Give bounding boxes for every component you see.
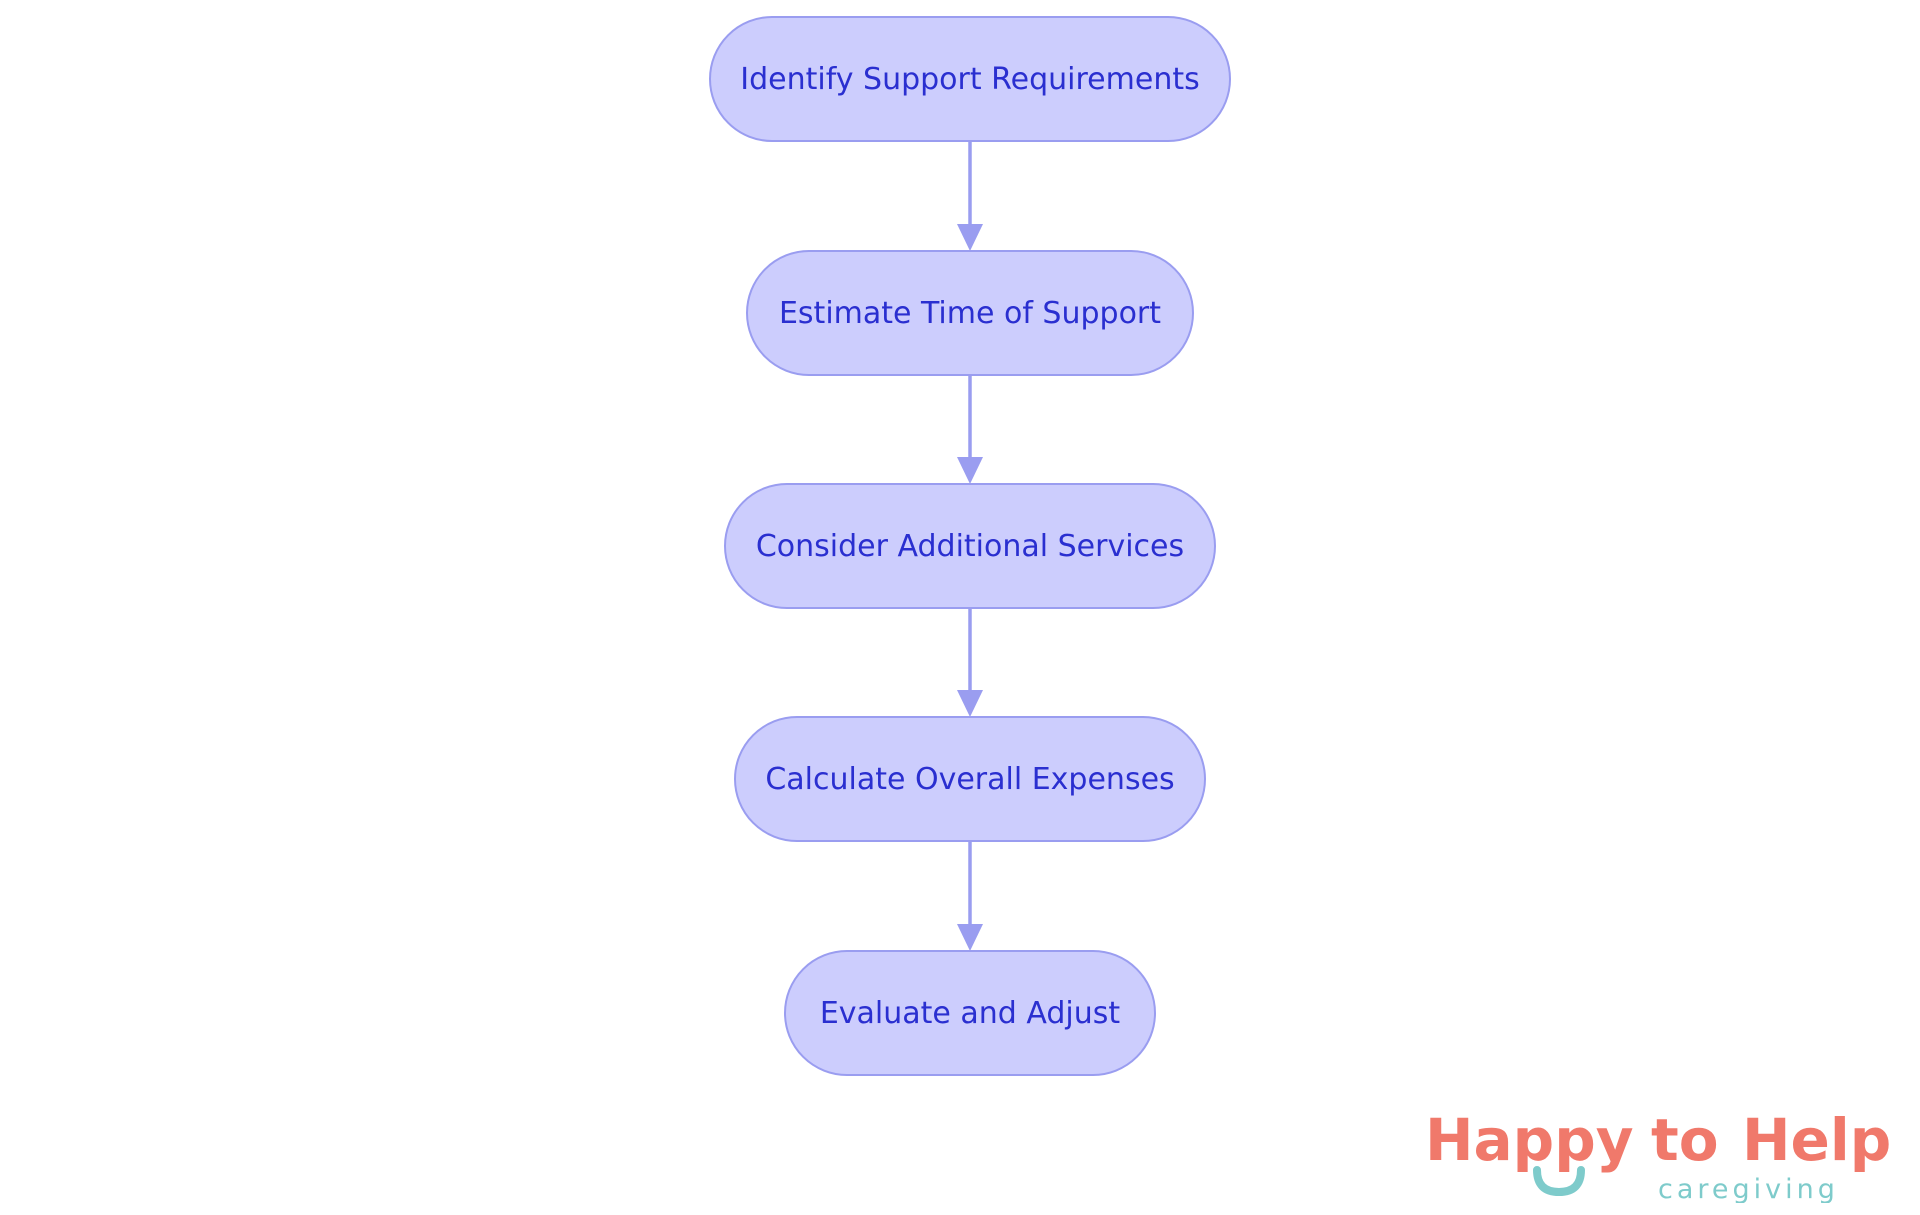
node-evaluate-and-adjust: Evaluate and Adjust — [784, 950, 1156, 1076]
node-shape — [709, 16, 1231, 142]
node-calculate-overall-expenses: Calculate Overall Expenses — [734, 716, 1206, 842]
happy-to-help-logo: Happy to Help caregiving — [1425, 1108, 1891, 1203]
logo-word-help: Help — [1742, 1108, 1891, 1174]
node-label: Consider Additional Services — [756, 529, 1184, 564]
logo-subtitle: caregiving — [1658, 1174, 1839, 1203]
node-identify-support-requirements: Identify Support Requirements — [709, 16, 1231, 142]
node-consider-additional-services: Consider Additional Services — [724, 483, 1216, 609]
node-shape — [724, 483, 1216, 609]
logo-word-happy: Happy — [1425, 1108, 1634, 1174]
smile-icon — [1533, 1166, 1585, 1197]
edge-n4-to-n5 — [957, 841, 983, 951]
node-label: Estimate Time of Support — [779, 296, 1161, 331]
node-shape — [746, 250, 1194, 376]
edge-n3-to-n4 — [957, 608, 983, 717]
logo-word-to: to — [1651, 1108, 1719, 1174]
arrowhead-icon — [957, 224, 983, 251]
edge-n2-to-n3 — [957, 375, 983, 484]
node-label: Identify Support Requirements — [740, 62, 1199, 97]
arrowhead-icon — [957, 457, 983, 484]
flowchart-edges — [957, 141, 983, 951]
node-label: Evaluate and Adjust — [820, 996, 1121, 1031]
node-label: Calculate Overall Expenses — [765, 762, 1174, 797]
arrowhead-icon — [957, 690, 983, 717]
arrowhead-icon — [957, 924, 983, 951]
node-shape — [734, 716, 1206, 842]
node-estimate-time-of-support: Estimate Time of Support — [746, 250, 1194, 376]
node-shape — [784, 950, 1156, 1076]
edge-n1-to-n2 — [957, 141, 983, 251]
